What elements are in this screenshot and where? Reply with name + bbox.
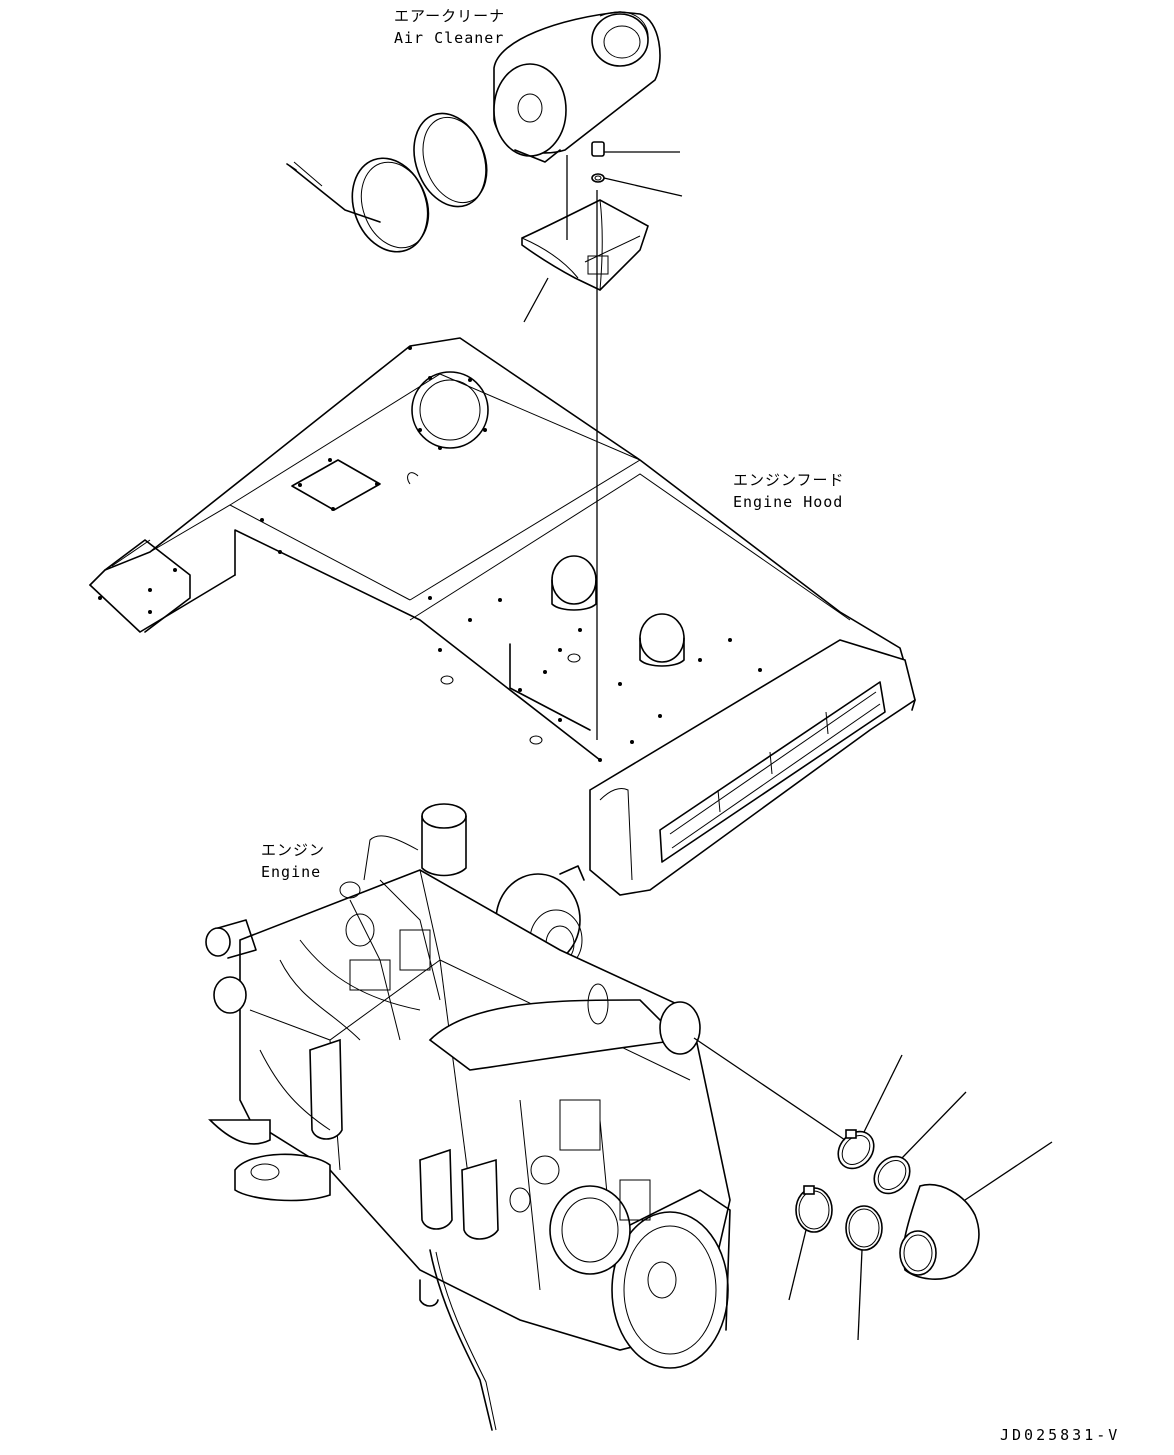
engine — [205, 803, 731, 1431]
hood-bolt-holes — [98, 346, 762, 762]
engine-label-jp: エンジン — [261, 841, 326, 859]
air-cleaner-label-jp: エアークリーナ — [394, 7, 506, 25]
bracket-bolt — [591, 141, 683, 197]
drawing-code: JD025831-V — [1000, 1426, 1121, 1444]
engine-hood — [89, 337, 916, 896]
filter-rings — [351, 112, 488, 253]
mounting-bracket — [521, 199, 649, 323]
engine-hood-label-jp: エンジンフード — [733, 471, 845, 489]
engine-hood-label-en: Engine Hood — [733, 493, 844, 511]
engine-label-en: Engine — [261, 863, 322, 881]
air-cleaner-label-en: Air Cleaner — [394, 29, 505, 47]
air-cleaner-body — [493, 11, 661, 163]
hose-clamps — [693, 1037, 1053, 1341]
cleaner-rod — [286, 161, 381, 223]
